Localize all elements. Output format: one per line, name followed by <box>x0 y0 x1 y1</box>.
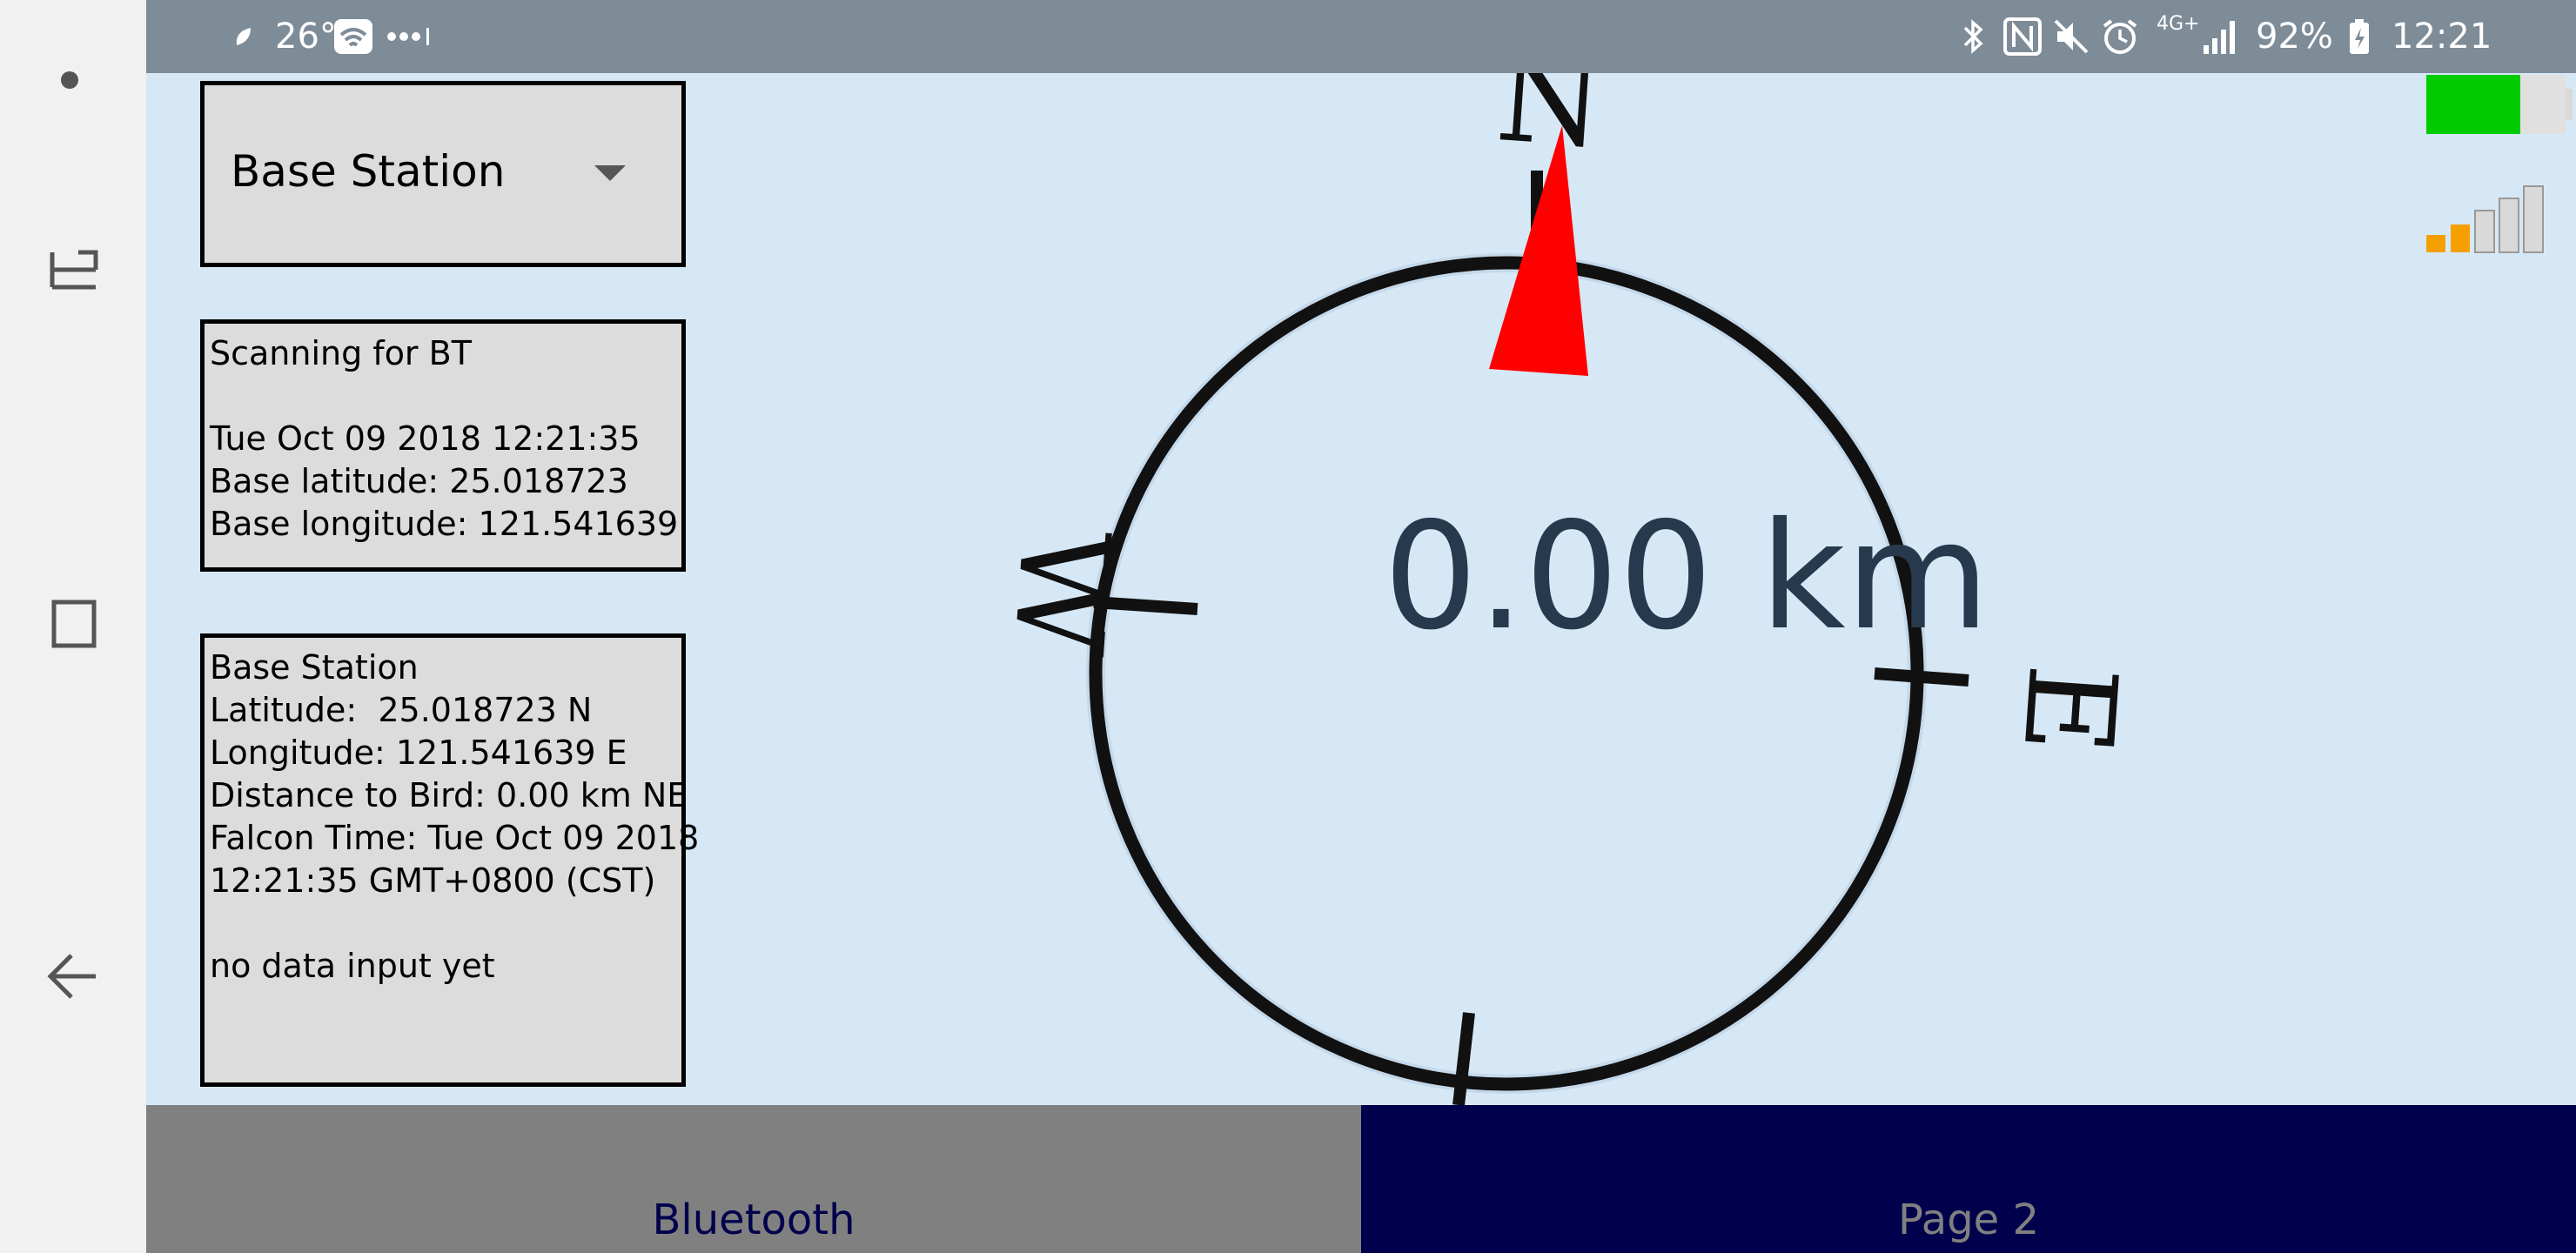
signal-bar <box>2499 198 2519 253</box>
signal-bar <box>2523 185 2544 253</box>
compass-tick-east <box>1874 667 1969 687</box>
tab-label: Page 2 <box>1898 1196 2039 1244</box>
info-line: Falcon Time: Tue Oct 09 2018 <box>210 819 700 857</box>
leaf-icon <box>233 24 254 63</box>
compass-label-east: E <box>1996 660 2143 759</box>
battery-icon <box>2348 17 2371 56</box>
navigation-rail <box>0 0 146 1253</box>
network-type-label: 4G+ <box>2157 13 2200 35</box>
more-dots-icon <box>385 17 437 56</box>
compass-label-west: W <box>985 525 1136 660</box>
bottom-tab-bar: Bluetooth Page 2 <box>146 1105 2576 1253</box>
wifi-icon <box>334 17 372 56</box>
signal-bar <box>2426 235 2445 252</box>
recent-apps-icon[interactable] <box>38 240 108 310</box>
device-indicators <box>2426 75 2573 253</box>
info-line: Base Station <box>210 648 419 687</box>
back-icon[interactable] <box>38 941 108 1011</box>
compass-dial: N W E <box>985 73 2143 1105</box>
info-line: Distance to Bird: 0.00 km NE <box>210 776 688 814</box>
info-line: Longitude: 121.541639 E <box>210 734 627 772</box>
station-dropdown-value: Base Station <box>231 146 506 197</box>
battery-percent: 92% <box>2256 17 2333 57</box>
north-needle <box>1489 125 1588 376</box>
signal-bar <box>2451 224 2470 252</box>
status-line: Tue Oct 09 2018 12:21:35 <box>210 419 641 458</box>
mute-icon <box>2052 17 2090 56</box>
dot-icon[interactable] <box>38 45 108 115</box>
status-line: Scanning for BT <box>210 334 472 372</box>
info-line: no data input yet <box>210 947 495 985</box>
compass-tick-south <box>1452 1012 1475 1105</box>
tab-label: Bluetooth <box>652 1196 855 1244</box>
main-area: Base Station Scanning for BT Tue Oct 09 … <box>146 73 2576 1105</box>
nfc-icon <box>2003 17 2042 56</box>
compass-ring <box>1089 256 1924 1091</box>
tab-bluetooth[interactable]: Bluetooth <box>146 1105 1361 1253</box>
signal-icon <box>2202 17 2240 56</box>
chevron-down-icon <box>594 165 626 181</box>
station-info-panel: Base Station Latitude: 25.018723 N Longi… <box>200 633 700 1087</box>
status-bar: 26° 4G+ 92% 12:21 <box>146 0 2576 73</box>
compass-tick-west <box>1093 596 1198 615</box>
temperature-readout: 26° <box>275 17 337 57</box>
info-line: 12:21:35 GMT+0800 (CST) <box>210 861 656 900</box>
station-dropdown[interactable]: Base Station <box>200 81 686 267</box>
compass-label-north: N <box>1493 73 1609 176</box>
status-line: Base longitude: 121.541639 <box>210 505 679 543</box>
status-line: Base latitude: 25.018723 <box>210 462 628 500</box>
home-icon[interactable] <box>38 590 108 660</box>
info-line: Latitude: 25.018723 N <box>210 691 593 729</box>
tab-page-2[interactable]: Page 2 <box>1361 1105 2576 1253</box>
alarm-icon <box>2101 17 2139 56</box>
distance-readout: 0.00 km <box>1383 491 1990 663</box>
scan-status-panel: Scanning for BT Tue Oct 09 2018 12:21:35… <box>200 319 686 572</box>
bluetooth-icon <box>1960 17 1986 56</box>
clock: 12:21 <box>2392 17 2492 57</box>
signal-bar <box>2474 210 2495 253</box>
